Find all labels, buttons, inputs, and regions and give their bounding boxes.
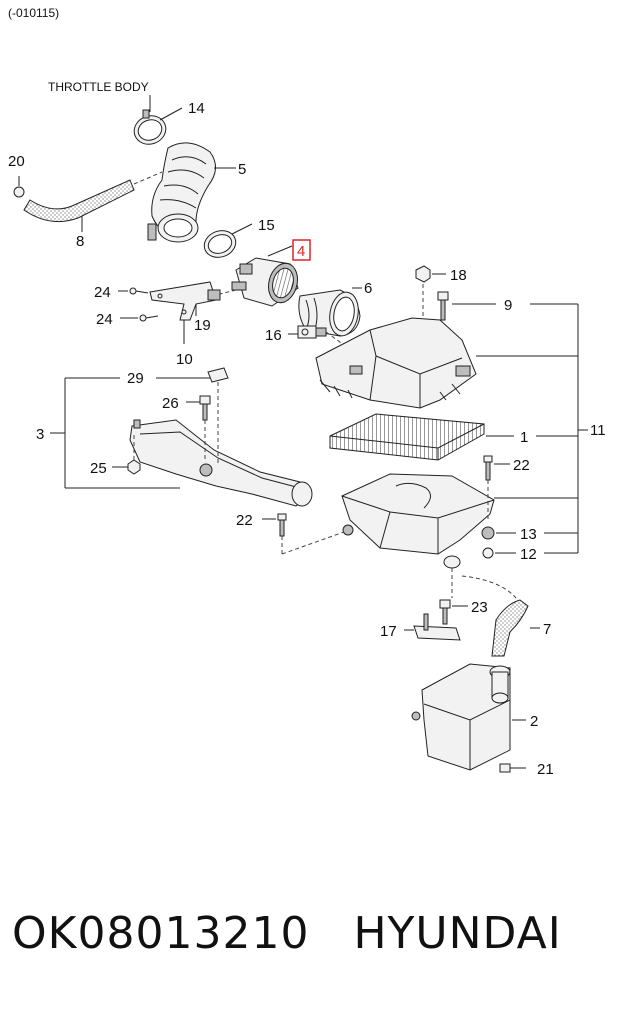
air-filter-element-1 (329, 413, 485, 461)
air-intake-duct-3 (129, 419, 313, 507)
hose-7 (491, 599, 529, 657)
callout-12: 12 (520, 546, 537, 563)
callout-26: 26 (162, 395, 179, 412)
callout-22-right: 22 (513, 457, 530, 474)
hose-clamp-15 (203, 230, 237, 258)
callout-25: 25 (90, 460, 107, 477)
bolt-22-b (277, 513, 287, 537)
callout-22-left: 22 (236, 512, 253, 529)
bolt-22-a (483, 455, 493, 481)
breather-hose-8 (13, 171, 163, 223)
bolt-9 (437, 291, 449, 321)
callout-11: 11 (590, 422, 606, 439)
resonator-2 (411, 663, 511, 771)
callout-14: 14 (188, 100, 205, 117)
callout-10: 10 (176, 351, 193, 368)
callout-24-lower: 24 (96, 311, 113, 328)
bracket-19 (149, 281, 221, 321)
bracket-17 (413, 613, 461, 641)
bolt-24-a (129, 287, 149, 295)
highlight-box-4 (292, 239, 311, 261)
throttle-body-label: THROTTLE BODY (48, 80, 149, 94)
callout-7: 7 (543, 621, 551, 638)
intake-hose-5 (147, 142, 216, 243)
bolt-21 (499, 763, 526, 773)
revision-note: (-010115) (8, 6, 60, 20)
callout-23: 23 (471, 599, 488, 616)
callout-6: 6 (364, 280, 372, 297)
hose-clamp-14 (133, 109, 167, 145)
callout-19: 19 (194, 317, 211, 334)
air-cleaner-body (341, 473, 495, 569)
grommet-13 (481, 526, 495, 540)
callout-29: 29 (127, 370, 144, 387)
nut-18 (415, 265, 431, 283)
callout-4-highlighted: 4 (297, 243, 305, 260)
callout-20: 20 (8, 153, 25, 170)
brand-name: HYUNDAI (353, 908, 562, 959)
part-footer: OK08013210 HYUNDAI (12, 908, 612, 959)
callout-2: 2 (530, 713, 538, 730)
air-cleaner-cover (315, 317, 477, 409)
callout-16: 16 (265, 327, 282, 344)
nut-25 (127, 459, 141, 475)
callout-8: 8 (76, 233, 84, 250)
intake-temp-sensor-16 (297, 325, 327, 339)
bolt-24-b (139, 314, 159, 322)
bolt-26 (199, 395, 211, 421)
callout-5: 5 (238, 161, 246, 178)
part-number: OK08013210 (12, 908, 310, 959)
callout-24-upper: 24 (94, 284, 111, 301)
callout-1: 1 (520, 429, 528, 446)
callout-3: 3 (36, 426, 44, 443)
air-flow-sensor-4 (231, 257, 299, 307)
bolt-23 (439, 599, 451, 625)
callout-9: 9 (504, 297, 512, 314)
callout-15: 15 (258, 217, 275, 234)
callout-18: 18 (450, 267, 467, 284)
callout-17: 17 (380, 623, 397, 640)
callout-21: 21 (537, 761, 554, 778)
callout-13: 13 (520, 526, 537, 543)
intake-duct-6 (298, 289, 361, 337)
grommet-12 (482, 547, 494, 559)
